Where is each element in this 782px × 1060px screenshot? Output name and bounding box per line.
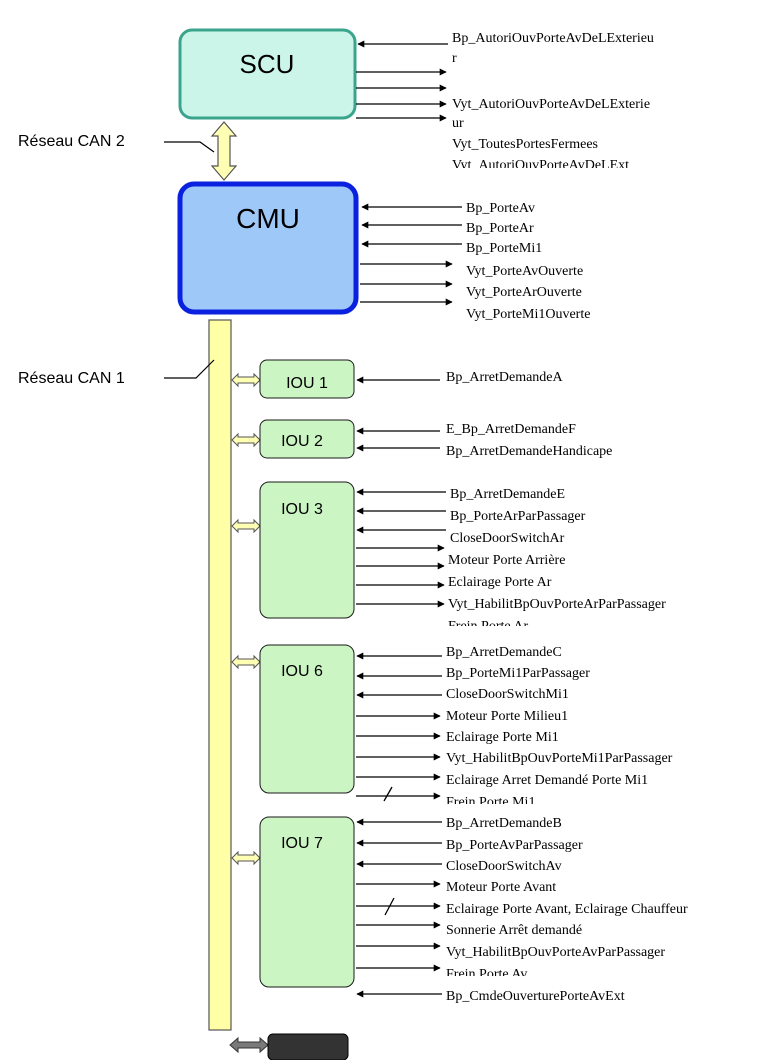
cmu-out-signal: Vyt_PorteAvOuverte: [466, 264, 583, 279]
iou1-in-signal: Bp_ArretDemandeA: [446, 370, 564, 385]
can2-link: Réseau CAN 2: [18, 121, 238, 181]
iou3-out-signal: Moteur Porte Arrière: [448, 553, 565, 568]
iou7-out-signal: Frein Porte Av: [446, 967, 527, 982]
iou6-label: IOU 6: [281, 663, 323, 680]
iou7-out-signal: Sonnerie Arrêt demandé: [446, 923, 582, 938]
iou3-label: IOU 3: [281, 501, 323, 518]
iou3-connector-arrow: [231, 518, 261, 534]
scu-out-signal: ur: [452, 116, 464, 131]
can1-leader-line: [164, 359, 215, 379]
iou3-out-signal: Frein Porte Ar: [448, 619, 528, 634]
iou6-in-signal: Bp_PorteMi1ParPassager: [446, 666, 590, 681]
can2-leader-line: [164, 141, 215, 153]
scu-label: SCU: [240, 49, 295, 79]
iou3-in-signal: Bp_PorteArParPassager: [450, 509, 586, 524]
cmu-in-signal: Bp_PorteMi1: [466, 241, 542, 256]
iou3-in-signal: CloseDoorSwitchAr: [450, 531, 565, 546]
scu-in-signal-wrap: r: [452, 51, 457, 66]
cmu-out-signal: Vyt_PorteMi1Ouverte: [466, 307, 590, 322]
iou7-connector-arrow: [231, 850, 261, 866]
iou6-out-signal: Frein Porte Mi1: [446, 795, 535, 810]
bottom-connector-arrow: [229, 1036, 269, 1054]
iou1-connector-arrow: [231, 372, 261, 388]
iou1-label: IOU 1: [286, 375, 328, 392]
cmu-out-signal: Vyt_PorteArOuverte: [466, 285, 582, 300]
iou7-label: IOU 7: [281, 835, 323, 852]
iou6-out-signal: Moteur Porte Milieu1: [446, 709, 568, 724]
iou6-unit: IOU 6 Bp_ArretDemandeC Bp_PorteMi1ParPas…: [231, 644, 673, 810]
iou7-in-signal-bottom: Bp_CmdeOuverturePorteAvExt: [446, 989, 625, 1004]
iou6-box: [259, 644, 355, 794]
cmu-in-signal: Bp_PorteAv: [466, 201, 535, 216]
iou6-out-signal: Vyt_HabilitBpOuvPorteMi1ParPassager: [446, 751, 673, 766]
scu-box: [178, 28, 357, 120]
can2-double-arrow: [210, 121, 238, 181]
bottom-device: [229, 1033, 349, 1060]
iou3-in-signal: Bp_ArretDemandeE: [450, 487, 565, 502]
scu-out-signal: Vyt_ToutesPortesFermees: [452, 137, 598, 152]
can2-label: Réseau CAN 2: [18, 133, 125, 150]
can1-bus: Réseau CAN 1: [18, 319, 232, 1031]
iou1-unit: IOU 1 Bp_ArretDemandeA: [231, 359, 564, 399]
cmu-label: CMU: [236, 203, 300, 234]
iou2-in-signal: E_Bp_ArretDemandeF: [446, 422, 576, 437]
cmu-box: [177, 181, 359, 315]
iou7-in-signal: Bp_ArretDemandeB: [446, 816, 562, 831]
cmu-unit: CMU: [177, 181, 359, 315]
bottom-box: [267, 1033, 349, 1060]
scu-signals: Bp_AutoriOuvPorteAvDeLExterieu r Vyt_Aut…: [356, 31, 654, 173]
scu-out-signal-cut: Vyt_AutoriOuvPorteAvDeLExt: [452, 158, 629, 173]
iou2-unit: IOU 2 E_Bp_ArretDemandeF Bp_ArretDemande…: [231, 419, 612, 459]
cmu-signals: Bp_PorteAv Bp_PorteAr Bp_PorteMi1 Vyt_Po…: [360, 201, 590, 322]
cmu-in-signal: Bp_PorteAr: [466, 221, 534, 236]
iou2-box: [259, 419, 355, 459]
iou7-unit: IOU 7 Bp_ArretDemandeB Bp_PorteAvParPass…: [231, 816, 688, 1004]
iou3-out-signal: Eclairage Porte Ar: [448, 575, 552, 590]
iou6-out-signal: Eclairage Porte Mi1: [446, 730, 559, 745]
iou7-in-signal: CloseDoorSwitchAv: [446, 859, 562, 874]
iou6-in-signal: CloseDoorSwitchMi1: [446, 687, 569, 702]
can1-bus-bar: [208, 319, 232, 1031]
iou7-in-signal: Bp_PorteAvParPassager: [446, 838, 583, 853]
iou1-box: [259, 359, 355, 399]
iou2-label: IOU 2: [281, 433, 323, 450]
iou7-box: [259, 816, 355, 988]
iou6-connector-arrow: [231, 654, 261, 670]
iou7-out-signal: Vyt_HabilitBpOuvPorteAvParPassager: [446, 945, 665, 960]
can1-label: Réseau CAN 1: [18, 370, 125, 387]
scu-out-signal: Vyt_AutoriOuvPorteAvDeLExterie: [452, 97, 650, 112]
iou6-bus-slash: [383, 786, 393, 802]
iou3-out-signal: Vyt_HabilitBpOuvPorteArParPassager: [448, 597, 666, 612]
scu-unit: SCU: [178, 28, 357, 120]
iou3-box: [259, 481, 355, 619]
iou7-out-signal: Moteur Porte Avant: [446, 880, 556, 895]
scu-in-signal: Bp_AutoriOuvPorteAvDeLExterieu: [452, 31, 654, 46]
iou7-out-signal: Eclairage Porte Avant, Eclairage Chauffe…: [446, 902, 688, 917]
iou3-unit: IOU 3 Bp_ArretDemandeE Bp_PorteArParPass…: [231, 481, 666, 634]
iou6-in-signal: Bp_ArretDemandeC: [446, 645, 562, 660]
iou6-out-signal: Eclairage Arret Demandé Porte Mi1: [446, 773, 648, 788]
iou2-in-signal: Bp_ArretDemandeHandicape: [446, 444, 612, 459]
iou2-connector-arrow: [231, 432, 261, 448]
